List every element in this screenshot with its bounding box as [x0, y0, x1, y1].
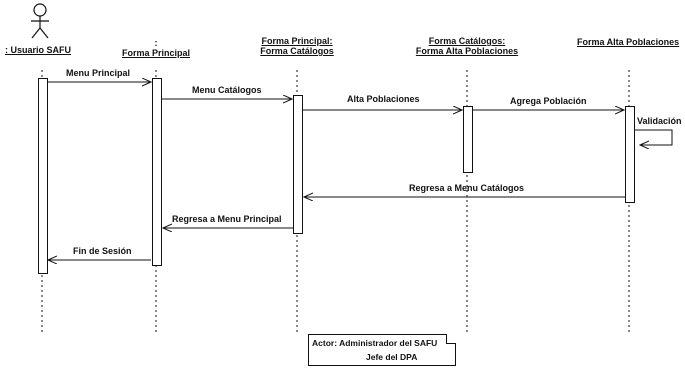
actor-note: Actor: Administrador del SAFU Jefe del D… [308, 334, 456, 366]
note-folded-corner [446, 334, 456, 344]
activation-alta-poblaciones [625, 106, 635, 203]
message-label-menu-catalogos: Menu Catálogos [192, 85, 262, 95]
message-label-regresa-menu-catalogos: Regresa a Menu Catálogos [409, 183, 525, 193]
lifeline-1-name-line2: Forma Principal [121, 48, 191, 58]
activation-forma-catalogos [293, 95, 303, 234]
note-line-2: Jefe del DPA [366, 352, 418, 362]
note-line-1: Actor: Administrador del SAFU [312, 338, 438, 348]
activation-forma-alta-poblaciones [463, 106, 473, 173]
arrow-validacion [634, 129, 673, 145]
message-label-regresa-menu-principal: Regresa a Menu Principal [172, 214, 282, 224]
activation-actor [38, 78, 48, 274]
lifeline-2-name-line2: Forma Catálogos [260, 46, 334, 56]
lifeline-3-name-line1: Forma Catálogos: [428, 36, 506, 46]
activation-forma-principal [152, 78, 162, 266]
message-label-alta-poblaciones: Alta Poblaciones [347, 94, 420, 104]
lifeline-1-name-line1: : [154, 38, 158, 48]
message-label-fin-de-sesion: Fin de Sesión [73, 246, 132, 256]
actor-figure [31, 3, 49, 39]
message-label-menu-principal: Menu Principal [66, 68, 131, 78]
message-label-agrega-poblacion: Agrega Población [510, 96, 587, 106]
lifeline-2-name-line1: Forma Principal: [261, 36, 333, 46]
actor-label: : Usuario SAFU [5, 45, 72, 55]
lifeline-3-name-line2: Forma Alta Poblaciones [415, 46, 519, 56]
message-label-validacion: Validación [637, 116, 682, 126]
lifeline-4-name-line1: Forma Alta Poblaciones [577, 37, 680, 47]
